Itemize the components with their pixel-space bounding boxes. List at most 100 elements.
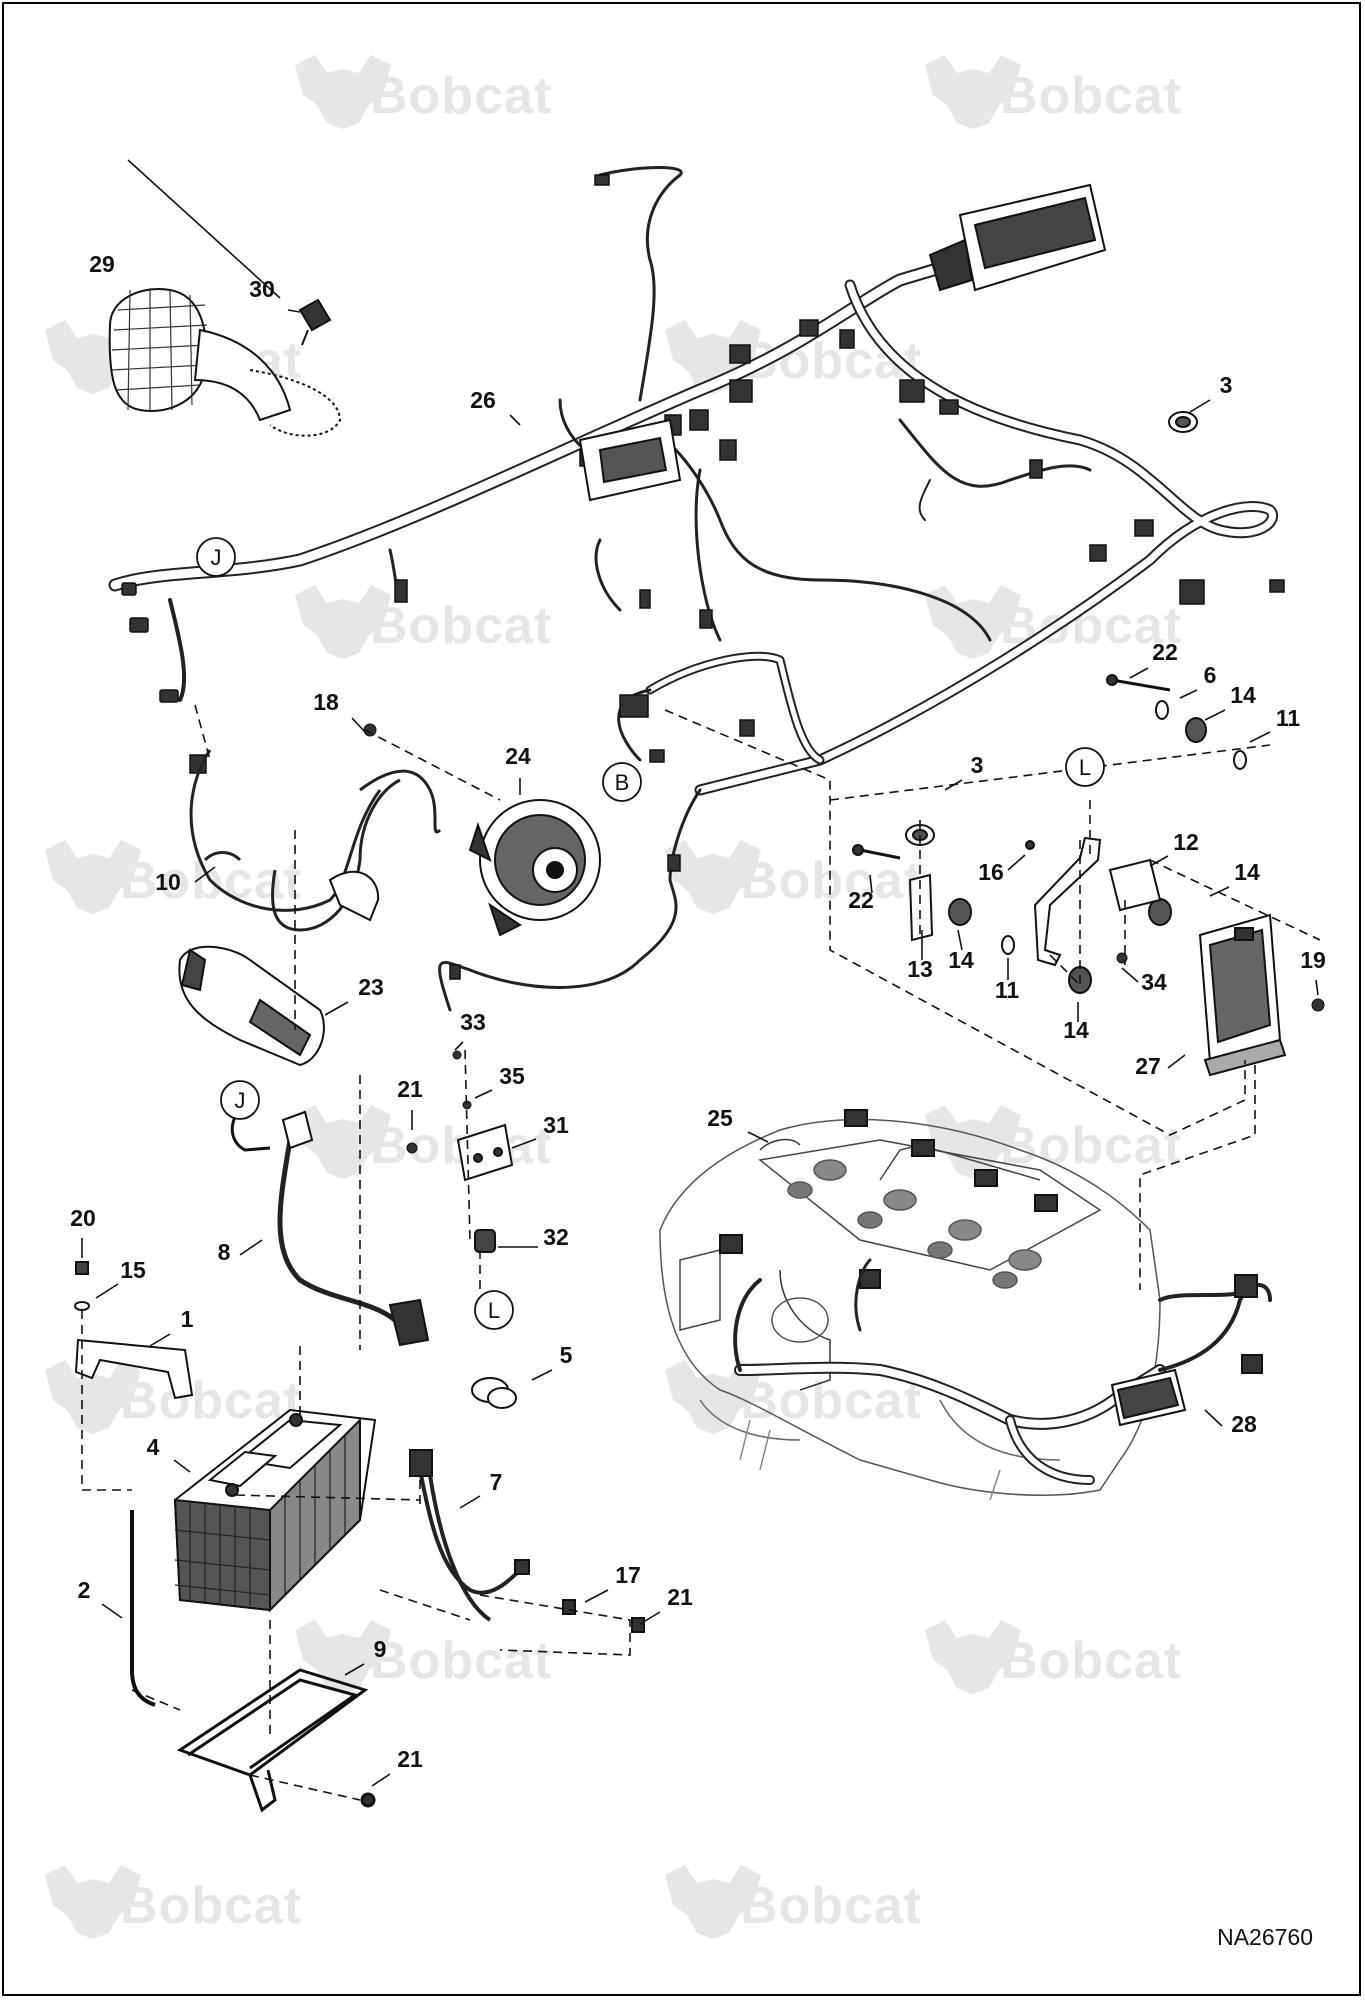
ref-letter: L	[488, 1298, 500, 1323]
engine-ecu	[1198, 913, 1287, 1077]
callout-19: 19	[1300, 947, 1326, 996]
callout-number: 5	[560, 1342, 573, 1368]
callout-number: 13	[907, 956, 933, 982]
callout-number: 11	[995, 977, 1020, 1003]
callout-number: 18	[313, 689, 339, 715]
clip-part-3-upper	[1168, 411, 1198, 433]
leader-line	[747, 1131, 769, 1143]
leader-line	[1007, 854, 1026, 871]
reference-circles: J B L J L	[196, 537, 1105, 1330]
leader-line	[239, 1239, 263, 1256]
callout-number: 25	[707, 1105, 733, 1131]
callout-number: 21	[397, 1076, 423, 1102]
callout-number: 24	[505, 743, 531, 769]
leader-line	[194, 866, 216, 883]
callout-number: 8	[218, 1239, 231, 1265]
cable-clip-5	[471, 1377, 517, 1409]
callout-18: 18	[313, 689, 366, 733]
callout-31: 31	[511, 1112, 569, 1149]
bobcat-logo-icon	[295, 55, 391, 129]
callout-30: 30	[249, 276, 301, 313]
leader-line	[1315, 979, 1319, 996]
ref-circle-B: B	[602, 762, 642, 802]
starter-motor	[178, 870, 380, 1067]
callout-number: 22	[1152, 639, 1178, 665]
ref-circle-outline	[196, 537, 236, 577]
intake-sensor	[298, 298, 332, 346]
leader-line	[287, 309, 301, 313]
callout-10: 10	[155, 866, 216, 895]
callout-number: 15	[120, 1257, 146, 1283]
battery-tray	[176, 1668, 376, 1813]
ref-circle-outline	[602, 762, 642, 802]
callout-number: 26	[470, 387, 496, 413]
callout-number: 22	[848, 887, 874, 913]
watermark-text: Bobcat	[1000, 67, 1182, 125]
nut-20-washer-15	[74, 1261, 90, 1311]
callout-12: 12	[1149, 829, 1199, 867]
ref-circle-outline	[220, 1080, 260, 1120]
callout-number: 19	[1300, 947, 1326, 973]
callout-25: 25	[707, 1105, 769, 1143]
battery-cable-8-ends	[230, 1103, 430, 1347]
callout-3: 3	[944, 752, 983, 791]
callout-20: 20	[70, 1205, 96, 1258]
callout-8: 8	[218, 1239, 263, 1265]
bobcat-logo-icon	[665, 1360, 761, 1434]
bobcat-logo-icon	[665, 1865, 761, 1939]
leader-line	[344, 1663, 365, 1676]
bobcat-logo-icon	[295, 1105, 391, 1179]
watermark-text: Bobcat	[370, 597, 552, 655]
callout-number: 27	[1135, 1053, 1161, 1079]
callout-number: 20	[70, 1205, 96, 1231]
assembly-dash-lines	[81, 704, 1321, 1801]
callout-number: 33	[460, 1009, 486, 1035]
bobcat-logo-icon	[925, 1105, 1021, 1179]
callout-11: 11	[1249, 705, 1300, 743]
callout-7: 7	[459, 1469, 503, 1509]
bobcat-logo-icon	[925, 1620, 1021, 1694]
battery	[173, 1408, 377, 1613]
washers-11	[1001, 935, 1015, 955]
callout-number: 14	[948, 947, 974, 973]
callout-4: 4	[147, 1434, 191, 1473]
watermark-text: Bobcat	[740, 1372, 922, 1430]
callout-number: 7	[490, 1469, 503, 1495]
watermark-text: Bobcat	[1000, 1117, 1182, 1175]
callout-number: 16	[978, 859, 1004, 885]
leader-line	[531, 1369, 553, 1381]
engine-block	[659, 1118, 1161, 1501]
callout-32: 32	[498, 1224, 569, 1250]
callout-6: 6	[1179, 662, 1216, 699]
battery-cable-7	[418, 1469, 522, 1622]
ref-circle-J: J	[220, 1080, 260, 1120]
leader-line	[459, 1495, 481, 1509]
callout-number: 1	[181, 1306, 194, 1332]
callout-17: 17	[584, 1562, 641, 1603]
leader-line	[371, 1773, 391, 1787]
callout-number: 29	[89, 251, 115, 277]
callout-number: 23	[358, 974, 384, 1000]
harness-connectors	[121, 174, 1285, 980]
leader-line	[1149, 855, 1169, 867]
alternator-wiring	[189, 749, 442, 932]
engine-wire-harness	[733, 1258, 1272, 1485]
ref-circle-L: L	[1065, 747, 1105, 787]
callout-number: 3	[1220, 372, 1233, 398]
callout-9: 9	[344, 1636, 386, 1676]
ref-letter: J	[211, 545, 222, 570]
callout-15: 15	[95, 1257, 146, 1299]
leader-line	[149, 1333, 171, 1347]
watermark-text: Bobcat	[120, 1877, 302, 1935]
leader-line	[173, 1459, 191, 1473]
leader-line	[454, 1041, 464, 1051]
callout-14: 14	[1204, 682, 1256, 721]
callout-number: 35	[499, 1063, 525, 1089]
bobcat-watermark: Bobcat	[925, 1105, 1182, 1179]
callout-28: 28	[1204, 1409, 1257, 1437]
bobcat-watermark: Bobcat	[295, 55, 551, 129]
leader-line	[95, 1283, 119, 1299]
callout-number: 14	[1230, 682, 1256, 708]
leader-line	[1189, 399, 1211, 413]
